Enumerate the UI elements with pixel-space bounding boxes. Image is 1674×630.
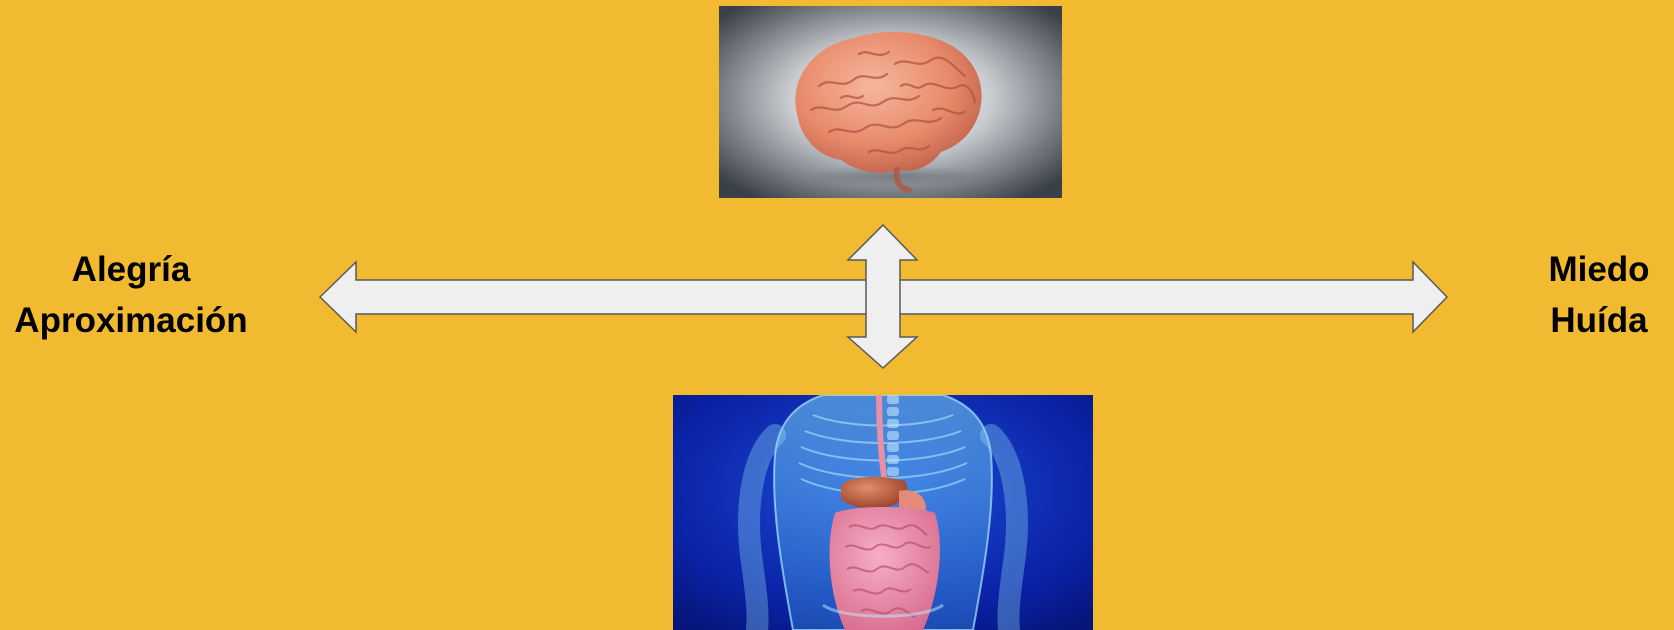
left-label-line1: Alegría bbox=[0, 244, 262, 295]
right-label-line2: Huída bbox=[1524, 295, 1674, 346]
digestive-system-image bbox=[673, 395, 1093, 630]
brain-illustration bbox=[719, 6, 1062, 198]
left-label-line2: Aproximación bbox=[0, 295, 262, 346]
digestive-system-illustration bbox=[673, 395, 1093, 630]
right-label: Miedo Huída bbox=[1524, 244, 1674, 346]
right-label-line1: Miedo bbox=[1524, 244, 1674, 295]
left-label: Alegría Aproximación bbox=[0, 244, 262, 346]
brain-image bbox=[719, 6, 1062, 198]
